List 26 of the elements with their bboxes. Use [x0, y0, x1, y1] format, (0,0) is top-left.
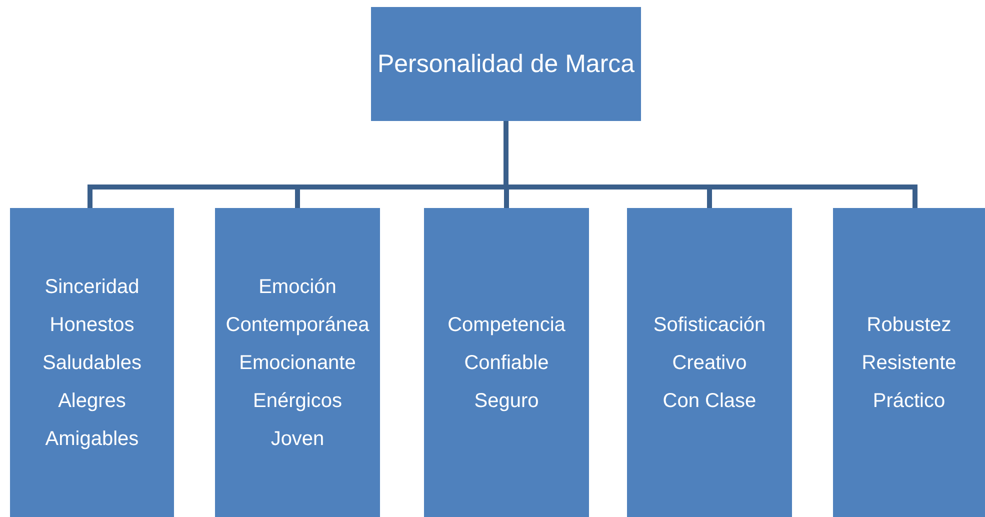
category-box [10, 208, 174, 517]
trait-text: Emocionante [239, 350, 356, 376]
trait-text: Seguro [474, 388, 539, 414]
trait-text: Alegres [58, 388, 126, 414]
category-box [833, 208, 985, 517]
trait-text: Enérgicos [253, 388, 342, 414]
category-title: Sinceridad [44, 274, 140, 300]
trait-text: Creativo [672, 350, 747, 376]
trait-text: Con Clase [662, 388, 756, 414]
trait-text: Contemporánea [226, 312, 370, 338]
category-box [424, 208, 589, 517]
category-box [215, 208, 380, 517]
root-box [371, 7, 641, 121]
trait-text: Confiable [464, 350, 549, 376]
trait-text: Honestos [50, 312, 134, 338]
trait-text: Amigables [45, 426, 139, 452]
category-box [627, 208, 792, 517]
category-title: Sofisticación [653, 312, 766, 338]
trait-text: Práctico [872, 388, 946, 414]
trait-text: Joven [270, 426, 324, 452]
trait-text: Saludables [42, 350, 142, 376]
category-title: Competencia [448, 312, 566, 338]
trait-text: Resistente [862, 350, 956, 376]
title-text: Personalidad de Marca [377, 49, 635, 80]
category-title: Robustez [866, 312, 952, 338]
category-title: Emoción [258, 274, 336, 300]
